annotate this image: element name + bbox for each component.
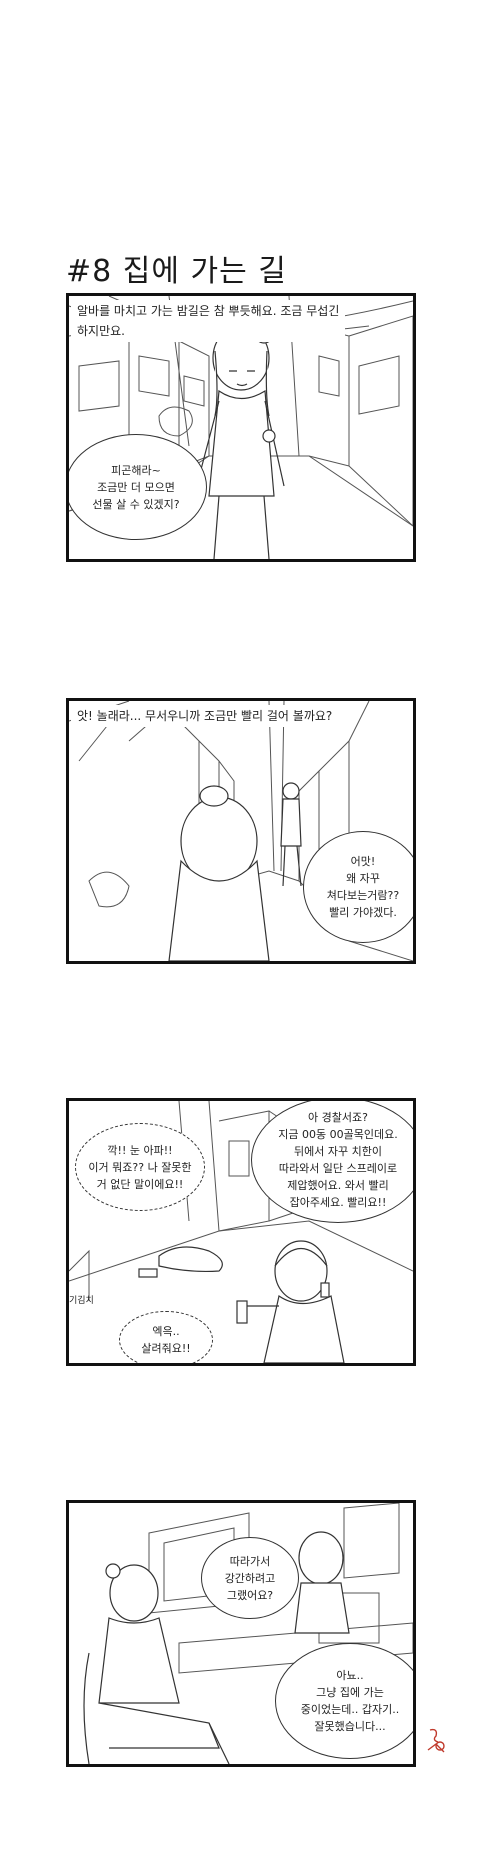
background-sign: 기김치: [69, 1296, 94, 1306]
comic-panel-1: 알바를 마치고 가는 밤길은 참 뿌듯해요. 조금 무섭긴 하지만요. 피곤해라…: [66, 293, 416, 562]
episode-title: #8 집에 가는 길: [66, 254, 287, 289]
speech-bubble-help: 엑윽.. 살려줘요!!: [119, 1311, 213, 1363]
speech-bubble-scream: 깍!! 눈 아파!! 이거 뭐죠?? 나 잘못한 거 없단 말이에요!!: [75, 1123, 205, 1211]
speech-bubble-question: 따라가서 강간하려고 그랬어요?: [201, 1537, 299, 1619]
narration-caption: 알바를 마치고 가는 밤길은 참 뿌듯해요. 조금 무섭긴 하지만요.: [71, 300, 346, 342]
speech-bubble: 피곤해라~ 조금만 더 모으면 선물 살 수 있겠지?: [69, 434, 207, 540]
artist-signature-icon: [427, 1728, 445, 1753]
speech-bubble: 어맛! 왜 자꾸 쳐다보는거람?? 빨리 가야겠다.: [303, 831, 413, 943]
comic-panel-2: 앗! 놀래라... 무서우니까 조금만 빨리 걸어 볼까요? 어맛! 왜 자꾸 …: [66, 698, 416, 964]
comic-panel-4: 따라가서 강간하려고 그랬어요? 아뇨.. 그냥 집에 가는 중이었는데.. 갑…: [66, 1500, 416, 1767]
spray-attack-illustration: [69, 1101, 413, 1363]
speech-bubble-answer: 아뇨.. 그냥 집에 가는 중이었는데.. 갑자기.. 잘못했습니다...: [275, 1643, 413, 1759]
comic-panel-3: 기김치 깍!! 눈 아파!! 이거 뭐죠?? 나 잘못한 거 없단 말이에요!!…: [66, 1098, 416, 1366]
speech-bubble-phone-call: 아 경찰서죠? 지금 00동 00골목인데요. 뒤에서 자꾸 치한이 따라와서 …: [251, 1101, 413, 1223]
narration-caption: 앗! 놀래라... 무서우니까 조금만 빨리 걸어 볼까요?: [71, 705, 339, 727]
police-station-illustration: [83, 1503, 413, 1764]
